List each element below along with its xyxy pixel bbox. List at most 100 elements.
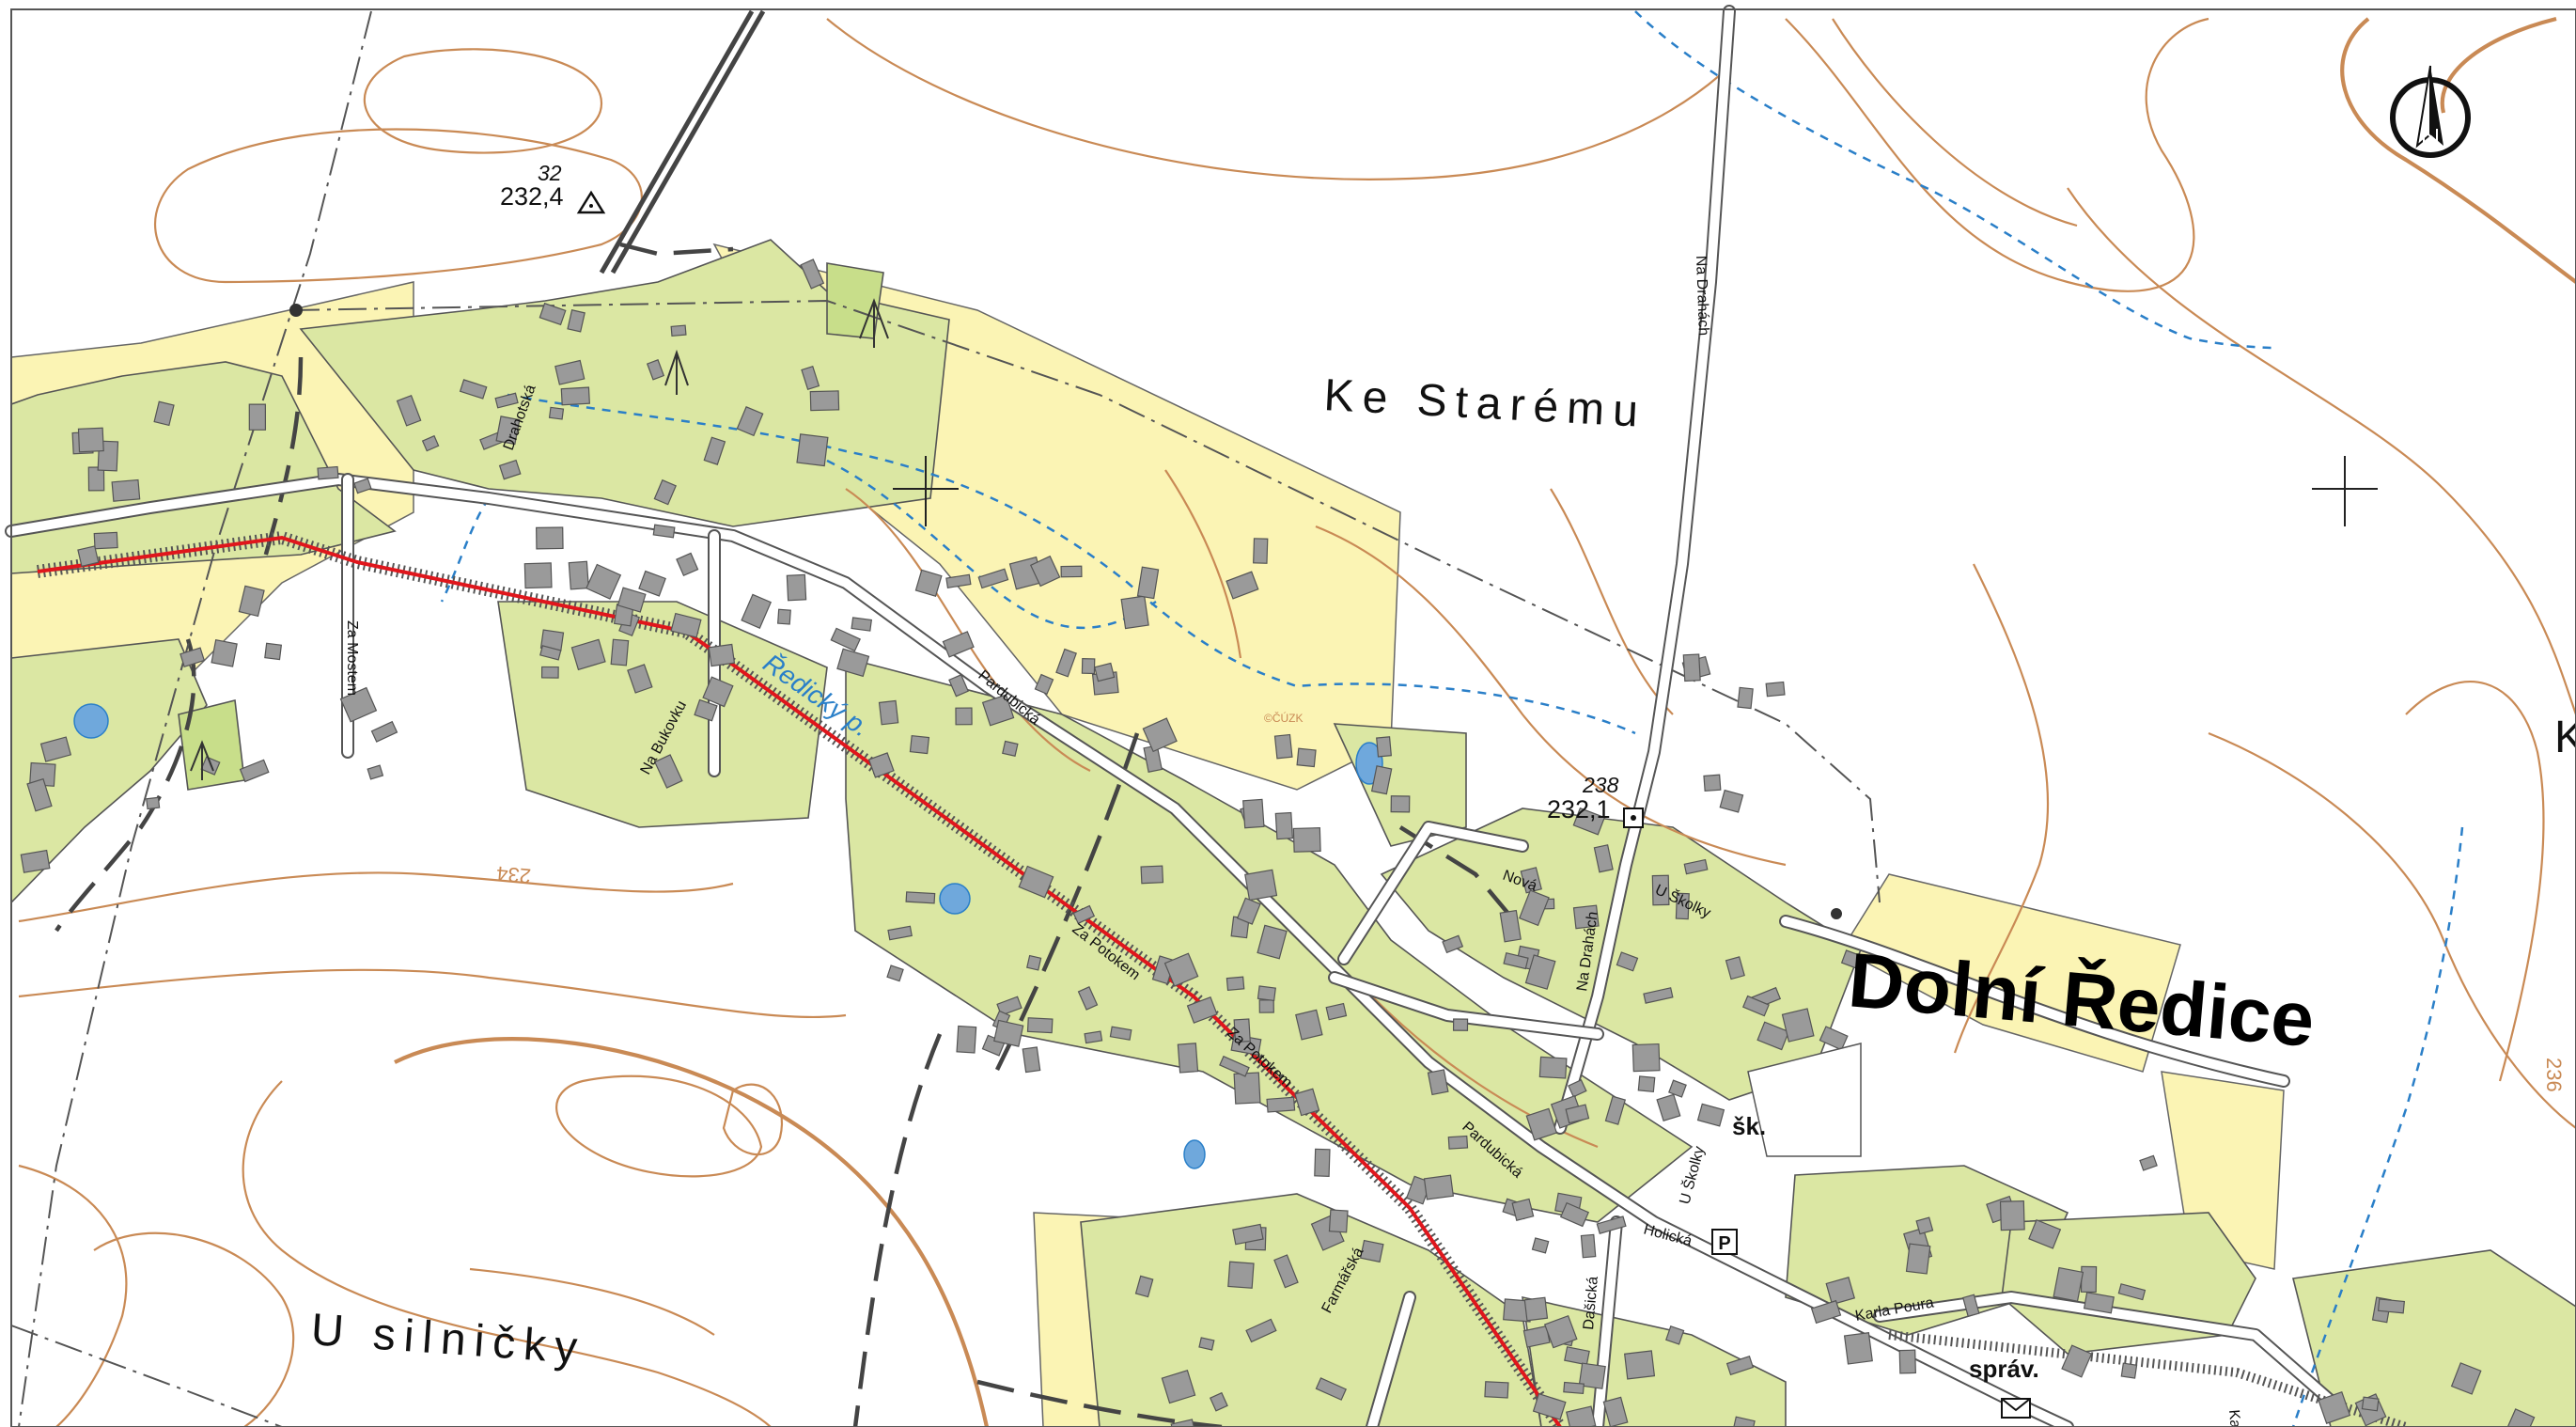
building [653, 754, 683, 789]
building [1060, 565, 1083, 578]
building [1325, 1002, 1348, 1021]
building [1564, 1346, 1590, 1366]
label-watermark: ©ČÚZK [1264, 711, 1304, 725]
building [1631, 1043, 1661, 1073]
building [1524, 954, 1556, 990]
building [1565, 1104, 1590, 1124]
parking-sign-icon: P [1711, 1229, 1738, 1255]
building [498, 459, 522, 480]
building [1484, 1381, 1509, 1399]
building [238, 585, 265, 618]
building [2377, 1298, 2406, 1314]
building [1703, 774, 1722, 792]
building [540, 666, 559, 679]
building [1253, 538, 1269, 564]
building [741, 593, 773, 629]
building [1359, 1239, 1384, 1263]
building [1245, 1318, 1277, 1343]
misc-symbols [190, 298, 1842, 919]
building [1559, 1201, 1590, 1228]
building [909, 734, 930, 755]
building [836, 648, 870, 678]
building [1503, 951, 1529, 970]
building [1725, 956, 1745, 980]
street-za-mostem: Za Mostem [344, 620, 360, 696]
building [1002, 740, 1019, 757]
building [339, 686, 378, 723]
building [1163, 952, 1199, 987]
building [801, 366, 820, 391]
building [1840, 949, 1868, 972]
contour-label-234: 234 [495, 862, 532, 888]
building [93, 531, 118, 550]
roads [5, 5, 2337, 1427]
building [2061, 1344, 2093, 1378]
building [703, 436, 726, 465]
building [353, 478, 372, 494]
contour-lines [18, 16, 2576, 1427]
building [1765, 681, 1786, 698]
building [1566, 1405, 1597, 1427]
building [1370, 765, 1393, 795]
building [1266, 1096, 1296, 1113]
svg-text:P: P [1718, 1233, 1730, 1254]
building [585, 563, 622, 600]
building [548, 406, 565, 420]
street-dasicka: Dašická [1581, 1276, 1601, 1330]
building [1675, 892, 1690, 920]
north-arrow-icon [2390, 65, 2471, 158]
building [26, 777, 53, 812]
building [1314, 1148, 1331, 1177]
map-border [10, 8, 2576, 1427]
label-edge-letter: K [2554, 713, 2576, 762]
railway-disused [599, 9, 766, 274]
building [1580, 1233, 1597, 1259]
building [702, 676, 734, 708]
building [570, 638, 606, 671]
building [914, 569, 943, 597]
building [1072, 904, 1096, 925]
building [638, 570, 666, 597]
building [1719, 789, 1744, 813]
building [1273, 1254, 1299, 1289]
building [1029, 555, 1061, 588]
building [317, 465, 339, 480]
building [1525, 1107, 1558, 1141]
building [694, 698, 718, 722]
building [1257, 924, 1288, 960]
building [87, 466, 105, 492]
building [1120, 595, 1149, 630]
building [20, 849, 51, 873]
building [1161, 1370, 1196, 1404]
building [736, 406, 764, 437]
building [851, 617, 873, 632]
building [1781, 1008, 1815, 1043]
elevation-value-238: 232,1 [1547, 795, 1611, 823]
grid-cross-icon [893, 456, 2378, 526]
buildings [20, 259, 2536, 1427]
building [1134, 1275, 1154, 1298]
building [1531, 1237, 1550, 1254]
building [1843, 1332, 1873, 1365]
building [1651, 874, 1670, 906]
building [1543, 1314, 1578, 1349]
building [1999, 1200, 2025, 1231]
building [1572, 904, 1600, 930]
building [1733, 1416, 1756, 1427]
building [887, 925, 913, 941]
building [1376, 736, 1392, 758]
building [1292, 826, 1321, 853]
building [567, 309, 585, 333]
building [1532, 1392, 1567, 1420]
building [652, 524, 676, 539]
building [539, 302, 567, 326]
elevation-id-238: 238 [1582, 773, 1619, 797]
building [2318, 1391, 2351, 1424]
envelope-icon [2001, 1398, 2031, 1419]
ponds [73, 703, 1383, 1169]
building [1737, 686, 1754, 710]
building [1328, 1209, 1349, 1233]
elevation-id-32: 32 [538, 161, 562, 185]
